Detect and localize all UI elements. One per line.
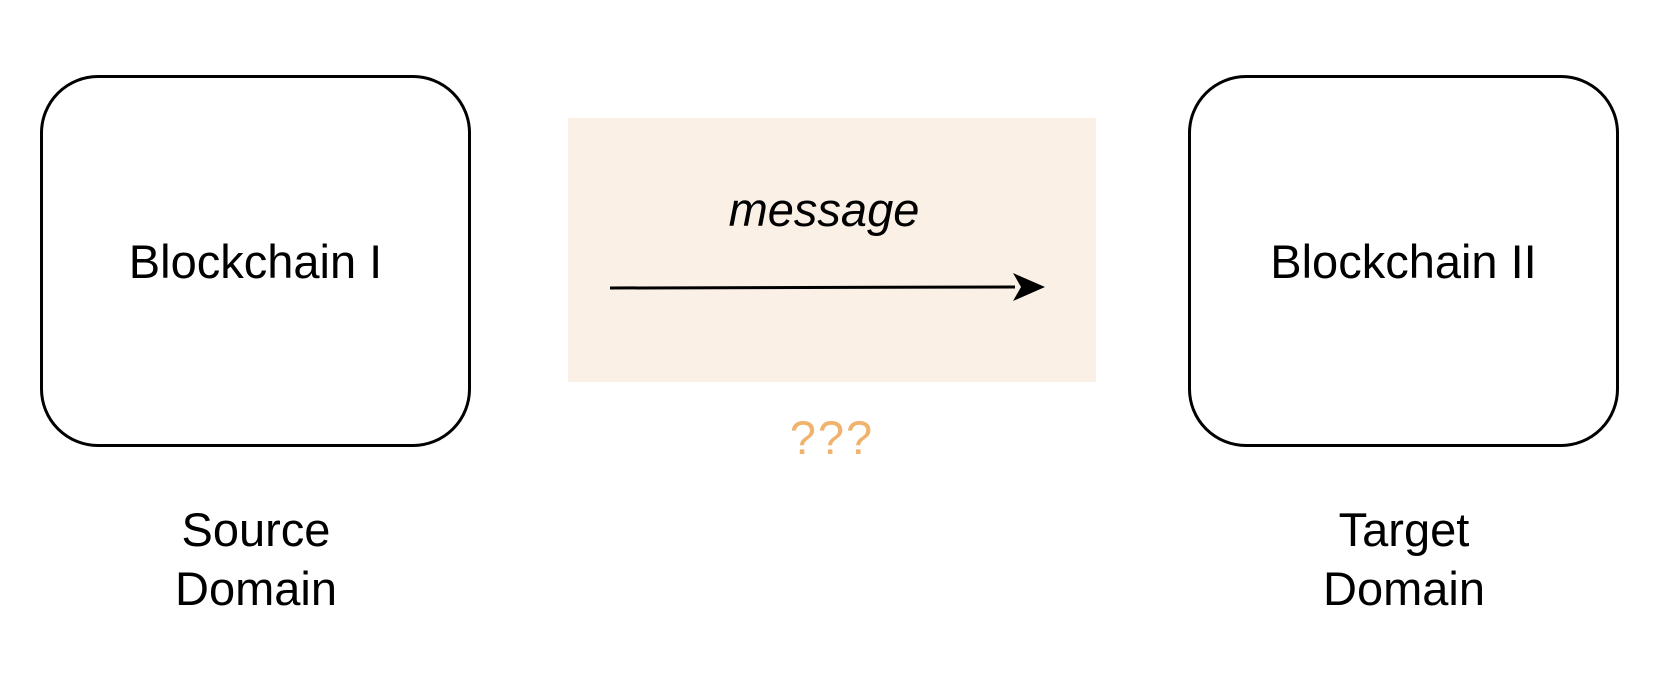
blockchain-target-box: Blockchain II	[1188, 75, 1619, 447]
unknown-mechanism-label: ???	[789, 411, 875, 464]
blockchain-source-box: Blockchain I	[40, 75, 471, 447]
message-channel-area	[568, 118, 1096, 382]
source-domain-label: Source Domain	[106, 500, 406, 618]
target-domain-label-line2: Domain	[1323, 562, 1485, 615]
message-arrow-head	[1013, 273, 1045, 301]
source-domain-label-line2: Domain	[175, 562, 337, 615]
target-domain-label-line1: Target	[1338, 503, 1470, 556]
message-label: message	[728, 183, 920, 236]
message-arrow-line	[609, 285, 1016, 290]
target-domain-label: Target Domain	[1254, 500, 1554, 618]
source-domain-label-line1: Source	[181, 503, 331, 556]
message-arrow	[609, 273, 1045, 301]
blockchain-source-label: Blockchain I	[128, 234, 383, 288]
blockchain-target-label: Blockchain II	[1270, 234, 1537, 288]
